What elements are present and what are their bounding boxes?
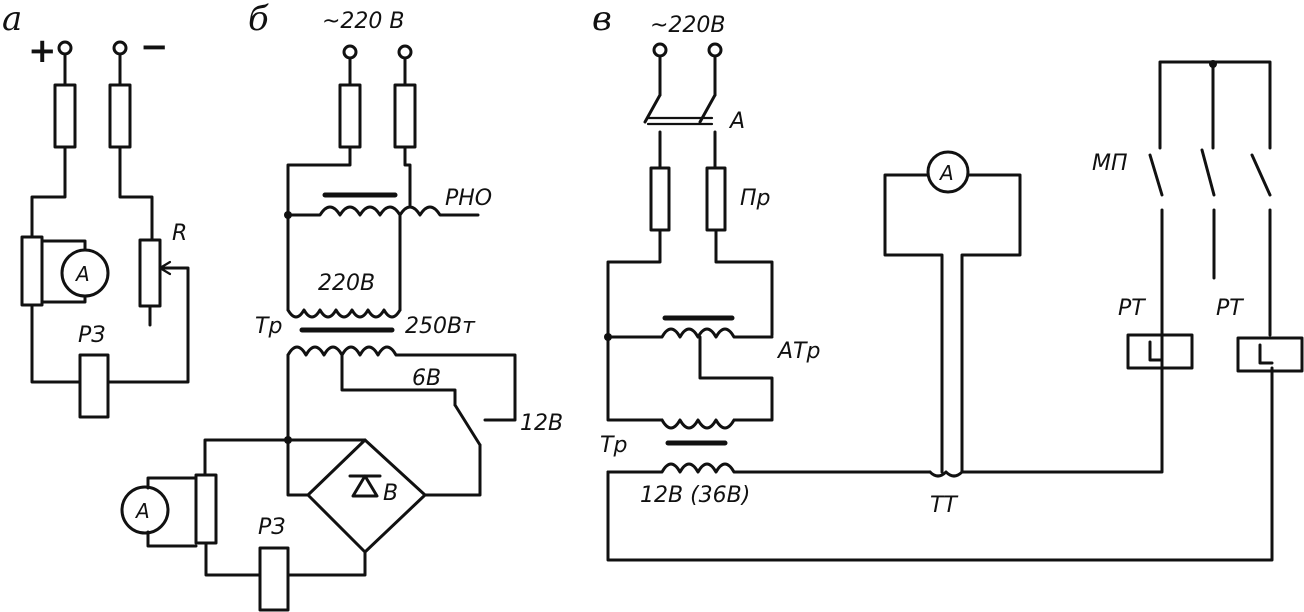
fuse-left bbox=[53, 83, 77, 149]
panel-a-letter: а bbox=[2, 0, 22, 39]
thermal-relay-1-element bbox=[1148, 340, 1164, 362]
transformer-c-secondary bbox=[606, 462, 932, 474]
ammeter-b-leads bbox=[146, 476, 198, 548]
panel-b-letter: б bbox=[248, 0, 269, 39]
tap-12v-label: 12В bbox=[520, 411, 563, 436]
autotransformer-tap bbox=[698, 335, 774, 422]
regulator-label: РНО bbox=[445, 186, 492, 211]
supply-c-terminal-2 bbox=[707, 42, 723, 58]
plus-terminal bbox=[57, 40, 73, 56]
ammeter-c-label: A bbox=[938, 161, 954, 185]
switch-to-fuses bbox=[658, 130, 717, 170]
shunt-b bbox=[194, 473, 218, 545]
ammeter-a-label: A bbox=[74, 262, 90, 286]
autotransformer-label: АТр bbox=[776, 339, 820, 364]
ammeter-b-label: A bbox=[134, 499, 150, 523]
fuse-b-left bbox=[338, 83, 362, 149]
tap-6v-wire bbox=[340, 353, 457, 407]
diode-symbol bbox=[348, 474, 382, 498]
transformer-b-label: Тр bbox=[255, 314, 282, 339]
supply-b-terminal-1 bbox=[342, 44, 358, 60]
tap-6v-label: 6В bbox=[412, 366, 441, 391]
primary-voltage-label: 220В bbox=[318, 271, 375, 296]
supply-c-terminal-1 bbox=[652, 42, 668, 58]
current-transformer-loop bbox=[928, 333, 1164, 478]
transformer-c-label: Тр bbox=[600, 433, 627, 458]
shunt-resistor bbox=[20, 235, 44, 307]
fuse-right bbox=[108, 83, 132, 149]
wires-c-upper bbox=[606, 228, 774, 422]
thermal-relay-2-element bbox=[1258, 343, 1274, 365]
primary-winding bbox=[286, 308, 402, 319]
ammeter-b bbox=[120, 485, 170, 535]
thermal-relay-1-label: РТ bbox=[1118, 296, 1146, 321]
panel-c: в ~220В А Пр АТр Тр 12В (36В) ТТ A МП bbox=[592, 0, 1304, 562]
thermal-relay-1 bbox=[1126, 333, 1194, 370]
autotransformer-winding bbox=[606, 327, 774, 339]
panel-c-letter: в bbox=[592, 0, 612, 39]
regulator-winding bbox=[286, 205, 480, 217]
switch-to-bridge bbox=[423, 443, 482, 497]
rheostat bbox=[138, 238, 162, 308]
ammeter-c-tee bbox=[883, 173, 1022, 474]
fuse-b-right bbox=[393, 83, 417, 149]
relay-b-label: РЗ bbox=[258, 515, 285, 540]
wires-a-upper bbox=[30, 145, 154, 242]
switch-label: А bbox=[728, 109, 745, 134]
panel-b: б ~220 В РНО 220В Тр 250Вт 6В 12В В A bbox=[120, 0, 563, 612]
relay-coil-a bbox=[78, 353, 110, 419]
thermal-relay-2 bbox=[1236, 336, 1304, 373]
secondary-winding bbox=[286, 345, 517, 397]
junction-c-2 bbox=[1209, 60, 1217, 68]
starter-bus bbox=[1158, 60, 1272, 150]
ammeter-c bbox=[926, 150, 970, 194]
relay-b-wires bbox=[204, 541, 367, 577]
rheostat-wiper-wire bbox=[106, 266, 190, 384]
secondary-voltage-label: 12В (36В) bbox=[640, 483, 750, 508]
panel-a: а + − A R РЗ bbox=[2, 0, 190, 419]
minus-sign: − bbox=[140, 27, 169, 67]
fuse-c-right bbox=[705, 166, 727, 232]
ammeter-a bbox=[60, 248, 110, 298]
fuses-label: Пр bbox=[740, 186, 771, 211]
wiper-arrow bbox=[158, 260, 172, 276]
thermal-relay-2-label: РТ bbox=[1216, 296, 1244, 321]
rheostat-label: R bbox=[172, 221, 187, 246]
bridge-wires bbox=[203, 438, 367, 497]
starter-outputs bbox=[1160, 208, 1272, 337]
junction-b-1 bbox=[284, 211, 292, 219]
supply-b-leads bbox=[348, 56, 407, 87]
switch-link bbox=[646, 116, 714, 126]
supply-c-leads bbox=[658, 54, 717, 97]
supply-leads bbox=[63, 52, 122, 87]
wires-a-lower bbox=[30, 303, 152, 384]
fuse-c-left bbox=[649, 166, 671, 232]
selector-switch bbox=[453, 393, 517, 447]
supply-b-label: ~220 В bbox=[322, 9, 405, 34]
junction-b-2 bbox=[284, 436, 292, 444]
power-label: 250Вт bbox=[405, 314, 476, 339]
plus-sign: + bbox=[28, 31, 57, 71]
wires-b-upper bbox=[286, 145, 412, 312]
supply-c-label: ~220В bbox=[650, 13, 726, 38]
relay-a-label: РЗ bbox=[78, 323, 105, 348]
starter-contacts bbox=[1148, 148, 1272, 197]
relay-coil-b bbox=[258, 546, 290, 612]
rectifier-label: В bbox=[383, 481, 398, 506]
minus-terminal bbox=[112, 40, 128, 56]
relay-return-wire bbox=[606, 366, 1274, 562]
transformer-c-primary bbox=[660, 418, 736, 430]
ammeter-leads bbox=[40, 239, 87, 304]
supply-b-terminal-2 bbox=[397, 44, 413, 60]
starter-label: МП bbox=[1092, 151, 1128, 176]
current-transformer-label: ТТ bbox=[930, 493, 958, 518]
